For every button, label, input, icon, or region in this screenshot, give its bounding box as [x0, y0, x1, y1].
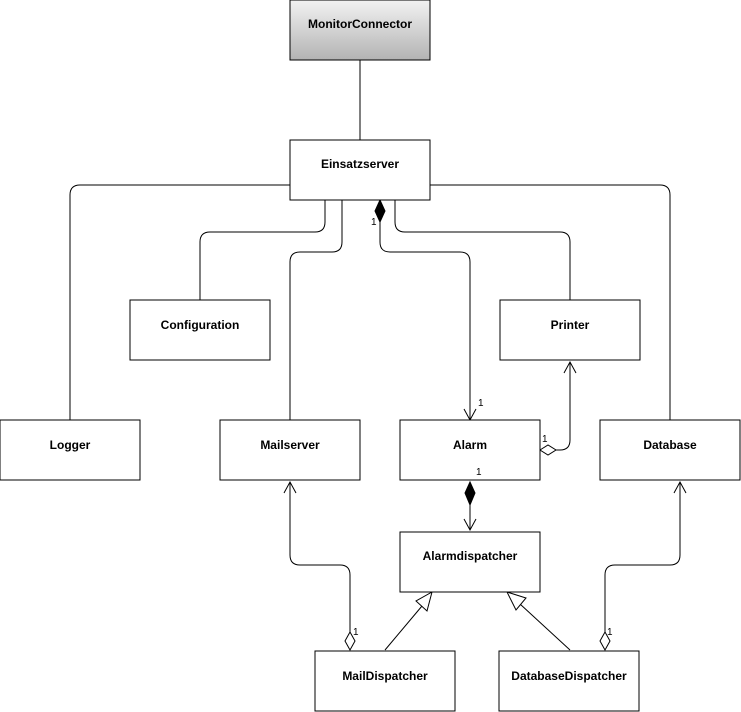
class-monitor-connector-label: MonitorConnector: [308, 17, 412, 31]
class-mailserver[interactable]: Mailserver: [219, 419, 361, 481]
arrow-head-database: [673, 480, 687, 494]
class-database-dispatcher-label: DatabaseDispatcher: [511, 669, 627, 683]
edge-einsatzserver-mailserver: [289, 200, 343, 420]
edge-einsatzserver-logger: [69, 184, 290, 420]
multiplicity-einsatzserver-alarm-target: 1: [478, 398, 484, 409]
connectors: [69, 60, 681, 651]
class-einsatzserver-label: Einsatzserver: [321, 157, 399, 171]
class-monitor-connector-box: [289, 0, 431, 61]
generalization-triangle-databasedispatcher: [506, 591, 527, 611]
edge-einsatzserver-database: [430, 184, 671, 420]
edge-alarm-printer: [556, 362, 571, 451]
class-logger[interactable]: Logger: [0, 419, 141, 481]
multiplicity-maildispatcher-mailserver: 1: [353, 627, 359, 638]
class-database-dispatcher[interactable]: DatabaseDispatcher: [498, 650, 640, 712]
arrow-head-printer: [563, 360, 577, 374]
edge-databasedispatcher-alarmdispatcher: [519, 603, 571, 651]
class-printer-label: Printer: [551, 318, 590, 332]
edge-einsatzserver-alarm: [379, 222, 471, 420]
class-configuration-label: Configuration: [161, 318, 240, 332]
edge-einsatzserver-configuration: [199, 200, 326, 300]
class-alarmdispatcher-box: [399, 531, 541, 593]
multiplicity-databasedispatcher-database: 1: [607, 627, 613, 638]
class-alarm[interactable]: Alarm: [399, 419, 541, 481]
class-configuration-box: [129, 299, 271, 361]
generalization-triangle-maildispatcher: [415, 590, 433, 612]
class-logger-label: Logger: [50, 438, 91, 452]
class-printer-box: [499, 299, 641, 361]
multiplicity-alarm-alarmdispatcher: 1: [476, 467, 482, 478]
class-monitor-connector[interactable]: MonitorConnector: [289, 0, 431, 61]
multiplicity-einsatzserver-alarm-source: 1: [371, 217, 377, 228]
aggregation-diamond-databasedispatcher: [599, 630, 611, 652]
class-database-box: [599, 419, 741, 481]
class-mailserver-box: [219, 419, 361, 481]
edge-maildispatcher-alarmdispatcher: [384, 605, 423, 651]
class-alarm-label: Alarm: [453, 438, 487, 452]
class-database-dispatcher-box: [498, 650, 640, 712]
arrow-head-mailserver: [283, 480, 297, 494]
class-database-label: Database: [643, 438, 697, 452]
multiplicity-labels: 1 1 1 1 1 1: [353, 217, 613, 638]
multiplicity-alarm-printer: 1: [542, 434, 548, 445]
class-logger-box: [0, 419, 141, 481]
class-printer[interactable]: Printer: [499, 299, 641, 361]
class-configuration[interactable]: Configuration: [129, 299, 271, 361]
class-mail-dispatcher-label: MailDispatcher: [342, 669, 428, 683]
arrow-head-alarmdispatcher: [463, 518, 477, 532]
markers: [283, 198, 687, 652]
class-einsatzserver[interactable]: Einsatzserver: [289, 139, 431, 201]
edge-einsatzserver-printer: [394, 200, 571, 300]
class-database[interactable]: Database: [599, 419, 741, 481]
class-mail-dispatcher-box: [314, 650, 456, 712]
composition-diamond-einsatzserver: [374, 198, 386, 224]
class-mailserver-label: Mailserver: [260, 438, 320, 452]
class-alarmdispatcher[interactable]: Alarmdispatcher: [399, 531, 541, 593]
class-mail-dispatcher[interactable]: MailDispatcher: [314, 650, 456, 712]
class-alarmdispatcher-label: Alarmdispatcher: [423, 549, 518, 563]
edge-databasedispatcher-database: [604, 482, 681, 632]
aggregation-diamond-alarm: [539, 444, 557, 456]
class-einsatzserver-box: [289, 139, 431, 201]
class-alarm-box: [399, 419, 541, 481]
edge-maildispatcher-mailserver: [289, 482, 351, 632]
aggregation-diamond-maildispatcher: [344, 630, 356, 652]
composition-diamond-alarm: [464, 480, 476, 507]
